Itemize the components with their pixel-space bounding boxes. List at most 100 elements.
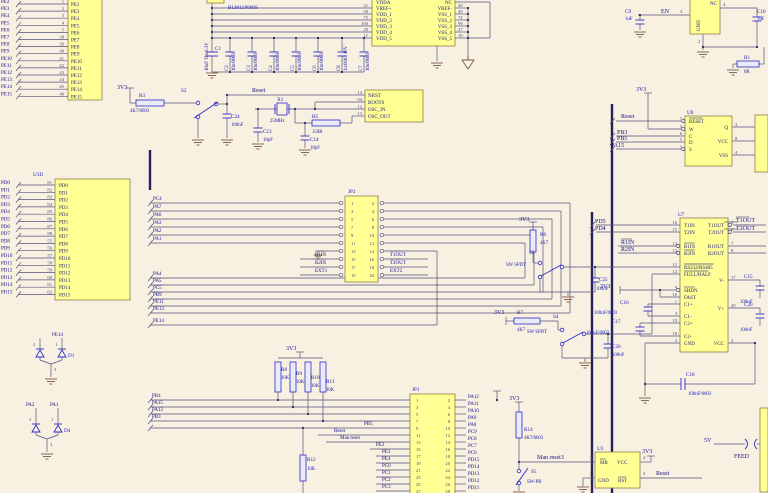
net-label[interactable]: PA13 <box>152 408 163 413</box>
component-value[interactable]: 4K7 <box>540 241 549 246</box>
bus-entry[interactable] <box>147 417 154 425</box>
pin-circle[interactable] <box>338 224 344 230</box>
fuse-symbol[interactable] <box>744 438 748 450</box>
bus-entry[interactable] <box>147 295 154 303</box>
net-label[interactable]: PE12 <box>1 71 12 76</box>
pin-number[interactable]: 3 <box>416 405 419 410</box>
bus-entry[interactable] <box>147 424 154 432</box>
component-ref[interactable]: U3 <box>597 446 604 452</box>
part-pin-label[interactable]: PD13 <box>59 279 71 284</box>
pin-number[interactable]: 1 <box>590 471 593 476</box>
pin-circle[interactable] <box>379 256 385 262</box>
part-pin-label[interactable]: VDD_2 <box>376 19 392 24</box>
net-label[interactable]: PB3 <box>152 415 161 420</box>
pin-number[interactable]: 9 <box>416 426 419 431</box>
net-label[interactable]: PA6 <box>153 213 162 218</box>
bus-entry[interactable] <box>15 196 22 203</box>
net-label[interactable]: PA15 <box>611 143 624 149</box>
part-pin-label[interactable]: PD7 <box>59 235 68 240</box>
pin-number[interactable]: 41 <box>59 56 64 61</box>
part-pin-label[interactable]: PD1 <box>59 191 68 196</box>
pin-number[interactable]: 99 <box>458 21 463 26</box>
net-label[interactable]: PD4 <box>1 210 10 215</box>
wire[interactable] <box>46 434 59 440</box>
net-label[interactable]: 3V3 <box>286 346 296 352</box>
bus-entry[interactable] <box>15 50 22 57</box>
pin-number[interactable]: 28 <box>445 489 450 493</box>
pin-circle[interactable] <box>338 232 344 238</box>
pin-number[interactable]: 50 <box>363 9 368 14</box>
part-pin-label[interactable]: NC <box>445 1 453 6</box>
component-value[interactable]: 100nF <box>740 300 753 305</box>
pin-circle[interactable] <box>379 208 385 214</box>
component-value[interactable]: 150R <box>312 130 323 135</box>
part-pin-label[interactable]: PE9 <box>71 53 80 58</box>
pin-number[interactable]: 1 <box>680 144 683 149</box>
bus-entry[interactable] <box>147 410 154 418</box>
part-pin-label[interactable]: VSS_2 <box>438 19 453 24</box>
pin-number[interactable]: 59 <box>47 268 52 273</box>
bus-entry[interactable] <box>147 199 154 207</box>
pin-circle[interactable] <box>379 240 385 246</box>
part-pin-label[interactable]: PE10 <box>71 60 82 65</box>
bus-entry[interactable] <box>15 276 22 284</box>
pin-circle[interactable] <box>379 200 385 206</box>
net-label[interactable]: PA12 <box>468 395 479 400</box>
pin-number[interactable]: 15 <box>351 257 356 262</box>
net-label[interactable]: PA15 <box>152 401 163 406</box>
net-label[interactable]: PB3 <box>617 130 627 136</box>
net-label[interactable]: PE11 <box>153 300 164 305</box>
bus-entry[interactable] <box>15 85 22 93</box>
pin-number[interactable]: 2 <box>29 417 32 422</box>
component-ref[interactable]: R7 <box>517 310 523 316</box>
component-body[interactable] <box>344 195 379 283</box>
switch-contact[interactable] <box>537 260 543 266</box>
part-pin-label[interactable]: VDD_3 <box>376 25 392 30</box>
component-value[interactable]: 10n/0603 <box>366 52 371 71</box>
part-pin-label[interactable]: BOOT0 <box>368 101 385 106</box>
net-label[interactable]: T1OUT <box>390 253 406 258</box>
pin-number[interactable]: 49 <box>458 9 463 14</box>
component-ref[interactable]: JP1 <box>412 387 420 393</box>
part-pin-label[interactable]: PD10 <box>59 257 71 262</box>
net-label[interactable]: PD9 <box>1 247 10 252</box>
pin-circle[interactable] <box>379 224 385 230</box>
net-label[interactable]: T2OUT <box>390 261 406 266</box>
resistor-symbol[interactable] <box>311 119 341 127</box>
component-ref[interactable]: R12 <box>307 457 316 463</box>
switch-contact[interactable] <box>537 274 543 280</box>
pin-number[interactable]: 2 <box>731 338 734 343</box>
pin-number[interactable]: 45 <box>59 84 64 89</box>
net-label[interactable]: PE13 <box>1 78 12 83</box>
component-ref[interactable]: X1 <box>277 97 284 103</box>
switch-contact[interactable] <box>559 327 565 333</box>
part-pin-label[interactable]: C1+ <box>684 303 693 308</box>
pin-number[interactable]: 4 <box>448 405 451 410</box>
net-label[interactable]: PE2 <box>376 443 385 448</box>
part-pin-label[interactable]: PE14 <box>71 88 82 93</box>
diode-symbol[interactable] <box>31 424 41 433</box>
pin-number[interactable]: 57 <box>47 253 52 258</box>
net-label[interactable]: PC1 <box>382 471 391 476</box>
component-body[interactable] <box>364 89 424 123</box>
part-pin-label[interactable]: PD14 <box>59 286 71 291</box>
ferrite-bead-symbol[interactable] <box>206 0 225 4</box>
bus-entry[interactable] <box>15 57 22 65</box>
net-label[interactable]: PE11 <box>1 64 12 69</box>
pin-number[interactable]: 14 <box>369 249 374 254</box>
resistor-symbol[interactable] <box>135 99 165 107</box>
resistor-symbol[interactable] <box>736 60 760 68</box>
net-label[interactable]: PD14 <box>1 283 13 288</box>
pin-circle[interactable] <box>338 272 344 278</box>
part-pin-label[interactable]: T2OUT <box>708 231 724 236</box>
component-value[interactable]: 1u/0603 16V <box>344 45 349 71</box>
component-value[interactable]: 10n/0603 <box>276 52 281 71</box>
bus-entry[interactable] <box>15 14 22 22</box>
pin-number[interactable]: 2 <box>372 201 375 206</box>
component-ref[interactable]: R9 <box>296 371 302 377</box>
pin-number[interactable]: 62 <box>47 290 52 295</box>
part-pin-label[interactable]: C2- <box>684 335 692 340</box>
bus-entry[interactable] <box>15 93 22 100</box>
pin-number[interactable]: 38 <box>59 35 64 40</box>
pin-number[interactable]: 19 <box>672 318 677 323</box>
